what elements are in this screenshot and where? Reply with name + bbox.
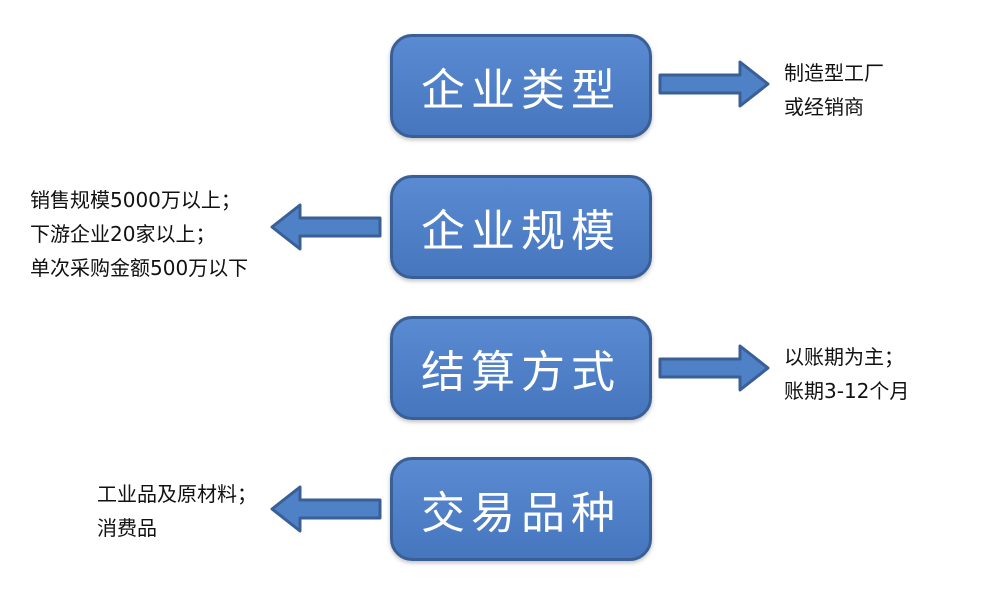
note-line: 工业品及原材料； xyxy=(97,482,257,506)
note-enterprise-type: 制造型工厂 或经销商 xyxy=(784,56,884,124)
arrow-right-3 xyxy=(658,344,770,392)
note-line: 单次采购金额500万以下 xyxy=(30,256,249,280)
note-enterprise-scale: 销售规模5000万以上； 下游企业20家以上； 单次采购金额500万以下 xyxy=(30,183,248,285)
arrow-left-2 xyxy=(270,203,382,251)
note-line: 或经销商 xyxy=(784,95,864,119)
note-line: 以账期为主； xyxy=(784,345,904,369)
arrow-right-1 xyxy=(658,60,770,108)
note-settlement-method: 以账期为主； 账期3-12个月 xyxy=(784,340,909,408)
box-enterprise-scale: 企业规模 xyxy=(390,175,652,279)
note-line: 销售规模5000万以上； xyxy=(30,188,241,212)
box-enterprise-type: 企业类型 xyxy=(390,34,652,138)
arrow-left-4 xyxy=(270,485,382,533)
note-line: 消费品 xyxy=(97,516,157,540)
box-trade-category: 交易品种 xyxy=(390,457,652,561)
note-line: 账期3-12个月 xyxy=(784,379,910,403)
box-settlement-method: 结算方式 xyxy=(390,316,652,420)
note-line: 制造型工厂 xyxy=(784,61,884,85)
note-trade-category: 工业品及原材料； 消费品 xyxy=(97,477,257,545)
note-line: 下游企业20家以上； xyxy=(30,222,216,246)
